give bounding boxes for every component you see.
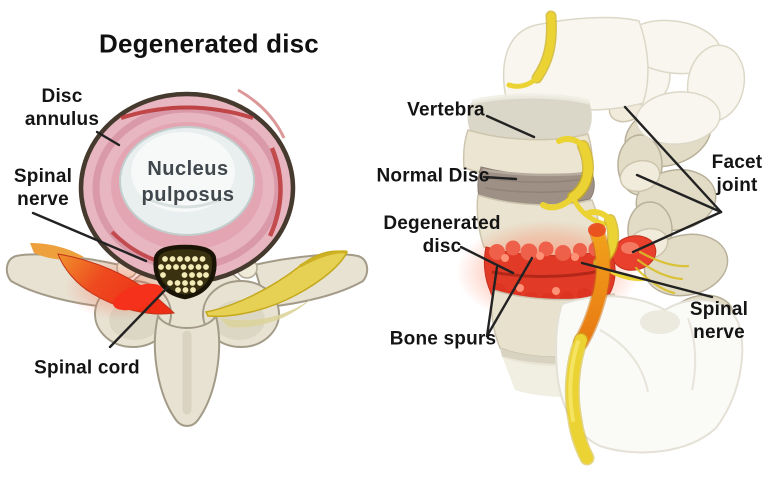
diagram-title: Degenerated disc	[99, 28, 319, 59]
nerve-roots	[506, 10, 690, 466]
label-bone-spurs: Bone spurs	[389, 328, 497, 350]
label-degenerated-disc: Degenerated disc	[383, 213, 501, 257]
normal-disc-shape	[477, 166, 595, 206]
spinal-nerve-right-yellow	[204, 250, 349, 328]
upper-disc	[467, 96, 592, 142]
label-spinal-cord: Spinal cord	[34, 357, 140, 379]
bottom-white-bone	[555, 295, 744, 454]
label-nucleus-pulposus: Nucleus pulposus	[141, 158, 235, 206]
spine-lateral-view	[456, 10, 746, 466]
label-vertebra: Vertebra	[407, 99, 485, 121]
label-spinal-nerve-right: Spinal nerve	[689, 299, 749, 343]
label-spinal-nerve-left: Spinal nerve	[13, 166, 73, 210]
label-normal-disc: Normal Disc	[376, 165, 490, 187]
label-disc-annulus: Disc annulus	[24, 86, 100, 130]
leader-lines	[31, 105, 723, 349]
label-facet-joint: Facet joint	[711, 152, 763, 196]
spinal-cord-shape	[153, 244, 217, 300]
spinal-nerve-left-red	[30, 243, 176, 315]
nucleus-pulposus-shape	[119, 126, 255, 236]
top-vertebra	[502, 16, 746, 145]
